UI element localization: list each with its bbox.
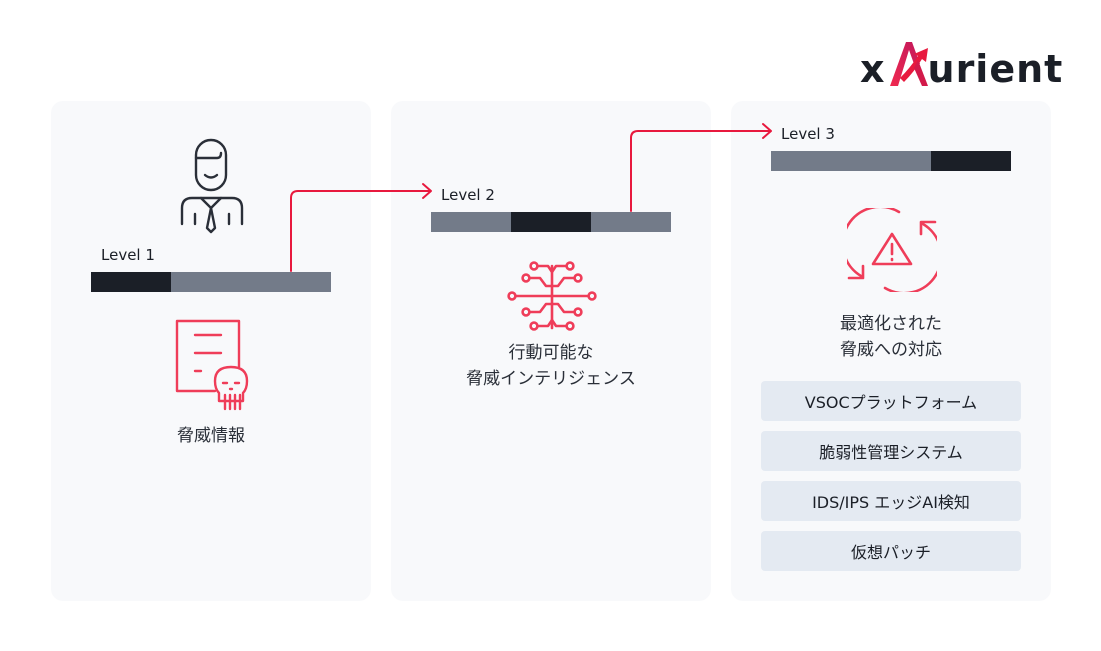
businessman-icon — [180, 138, 244, 234]
solution-item-vulnerability-management: 脆弱性管理システム — [761, 431, 1021, 471]
circuit-brain-icon — [507, 261, 597, 331]
progress-segment — [251, 272, 331, 292]
level-2-progress-bar — [431, 212, 671, 232]
solution-item-vsoc-platform: VSOCプラットフォーム — [761, 381, 1021, 421]
solution-item-virtual-patch: 仮想パッチ — [761, 531, 1021, 571]
level-2-caption: 行動可能な 脅威インテリジェンス — [391, 340, 711, 392]
warning-cycle-icon — [847, 208, 937, 292]
progress-segment — [91, 272, 171, 292]
caption-line: 行動可能な — [508, 343, 594, 363]
level-2-card: Level 2 行動可能な 脅威インテリジェンス — [391, 101, 711, 601]
level-3-label: Level 3 — [781, 125, 835, 143]
level-3-caption: 最適化された 脅威への対応 — [731, 311, 1051, 363]
progress-segment — [591, 212, 671, 232]
solution-item-ids-ips-edge-ai: IDS/IPS エッジAI検知 — [761, 481, 1021, 521]
progress-segment — [931, 151, 1011, 171]
caption-line: 脅威情報 — [177, 426, 245, 446]
caption-line: 脅威インテリジェンス — [466, 369, 636, 389]
level-3-card: Level 3 最適化された 脅威への対応 VSOCプラットフォーム 脆弱性管理… — [731, 101, 1051, 601]
progress-segment — [771, 151, 931, 171]
threat-document-skull-icon — [175, 319, 249, 411]
progress-segment — [431, 212, 511, 232]
level-1-label: Level 1 — [101, 246, 155, 264]
level-1-caption: 脅威情報 — [51, 423, 371, 449]
level-1-progress-bar — [91, 272, 331, 292]
logo-a-arrow-icon — [889, 42, 928, 86]
caption-line: 脅威への対応 — [840, 340, 942, 360]
level-1-card: Level 1 脅威情報 — [51, 101, 371, 601]
xaurient-logo: x urient — [860, 38, 1063, 88]
progress-segment — [171, 272, 251, 292]
caption-line: 最適化された — [840, 314, 942, 334]
level-2-label: Level 2 — [441, 186, 495, 204]
logo-text-prefix: x — [860, 47, 886, 91]
logo-text-suffix: urient — [927, 47, 1064, 91]
progress-segment — [511, 212, 591, 232]
solutions-list: VSOCプラットフォーム 脆弱性管理システム IDS/IPS エッジAI検知 仮… — [761, 381, 1021, 581]
level-3-progress-bar — [771, 151, 1011, 171]
